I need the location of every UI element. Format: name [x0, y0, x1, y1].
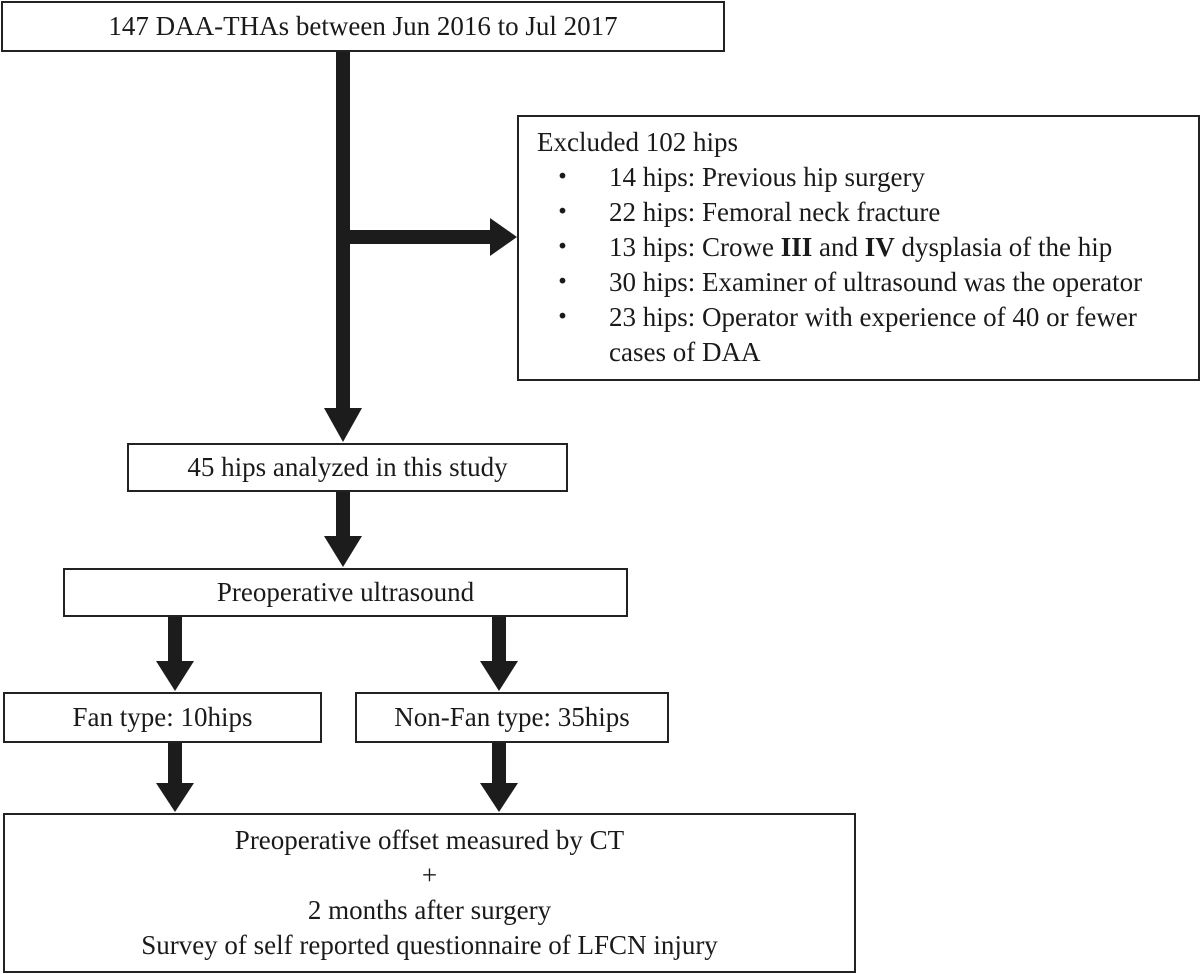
crowe-grade-3: III — [780, 232, 813, 262]
arrow-to-nonfan — [480, 661, 518, 691]
excluded-item-text: 13 hips: Crowe III and IV dysplasia of t… — [609, 230, 1198, 265]
arrow-nonfan-to-bottom — [480, 783, 518, 812]
box-excluded: Excluded 102 hips ・ 14 hips: Previous hi… — [517, 115, 1200, 381]
box-total-thas: 147 DAA-THAs between Jun 2016 to Jul 201… — [1, 1, 725, 52]
non-fan-type-label: Non-Fan type: 35hips — [394, 702, 630, 733]
shaft-preop-nonfan — [492, 617, 506, 664]
analyzed-label: 45 hips analyzed in this study — [187, 452, 508, 483]
arrow-to-analyzed — [324, 408, 362, 442]
excluded-item-text: 14 hips: Previous hip surgery — [609, 162, 925, 192]
branch-line — [343, 230, 493, 244]
excluded-title: Excluded 102 hips — [537, 127, 738, 157]
bullet-marker: ・ — [549, 302, 576, 332]
outcome-line-survey: Survey of self reported questionnaire of… — [141, 930, 718, 961]
outcome-line-ct: Preoperative offset measured by CT — [234, 824, 625, 855]
crowe-prefix: 13 hips: Crowe — [609, 232, 781, 262]
crowe-grade-4: IV — [864, 232, 895, 262]
box-fan-type: Fan type: 10hips — [3, 692, 322, 743]
box-analyzed: 45 hips analyzed in this study — [127, 443, 568, 492]
arrow-to-excluded — [490, 218, 517, 256]
arrow-to-fan — [156, 661, 194, 691]
total-thas-label: 147 DAA-THAs between Jun 2016 to Jul 201… — [108, 11, 618, 42]
outcome-line-plus: + — [421, 859, 438, 890]
bullet-marker: ・ — [549, 232, 576, 262]
bullet-marker: ・ — [549, 197, 576, 227]
bullet-marker: ・ — [549, 267, 576, 297]
preop-ultrasound-label: Preoperative ultrasound — [216, 577, 475, 608]
excluded-item-text: 23 hips: Operator with experience of 40 … — [609, 302, 1137, 367]
excluded-item-text: 22 hips: Femoral neck fracture — [609, 197, 941, 227]
box-outcome: Preoperative offset measured by CT + 2 m… — [3, 813, 856, 973]
excluded-item-text: 30 hips: Examiner of ultrasound was the … — [609, 267, 1143, 297]
crowe-and: and — [812, 232, 865, 262]
excluded-item: ・ 22 hips: Femoral neck fracture — [537, 195, 1198, 230]
shaft-nonfan-bottom — [492, 743, 506, 786]
excluded-list: ・ 14 hips: Previous hip surgery ・ 22 hip… — [537, 160, 1198, 370]
excluded-item: ・ 14 hips: Previous hip surgery — [537, 160, 1198, 195]
fan-type-label: Fan type: 10hips — [72, 702, 253, 733]
shaft-preop-fan — [168, 617, 182, 664]
outcome-line-timing: 2 months after surgery — [307, 895, 552, 925]
arrow-fan-to-bottom — [156, 783, 194, 812]
arrow-to-preop — [324, 536, 362, 567]
excluded-item: ・ 23 hips: Operator with experience of 4… — [537, 300, 1198, 370]
shaft-fan-bottom — [168, 743, 182, 786]
crowe-suffix: dysplasia of the hip — [894, 232, 1113, 262]
excluded-item: ・ 13 hips: Crowe III and IV dysplasia of… — [537, 230, 1198, 265]
shaft-analyzed-preop — [336, 492, 350, 538]
box-preop-ultrasound: Preoperative ultrasound — [63, 568, 628, 617]
excluded-item: ・ 30 hips: Examiner of ultrasound was th… — [537, 265, 1198, 300]
bullet-marker: ・ — [549, 162, 576, 192]
box-non-fan-type: Non-Fan type: 35hips — [355, 692, 669, 743]
